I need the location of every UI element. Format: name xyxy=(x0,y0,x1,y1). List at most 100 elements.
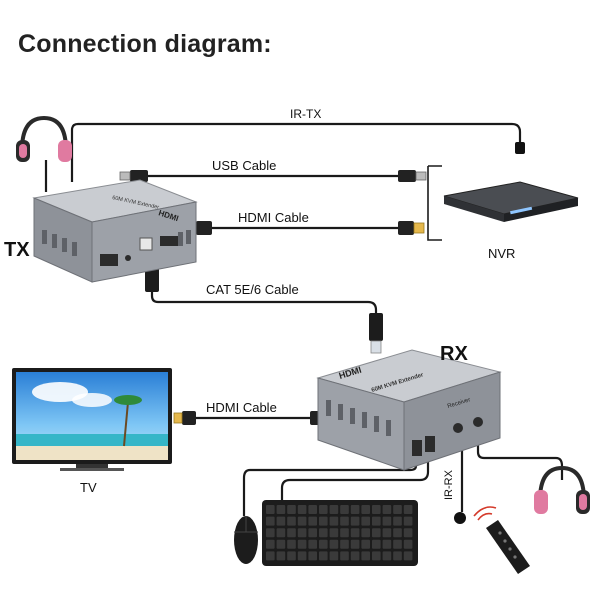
ir-tx-label: IR-TX xyxy=(290,107,321,121)
keyboard-key xyxy=(372,516,381,526)
keyboard-key xyxy=(403,528,413,538)
headphones-rx-icon xyxy=(534,465,590,514)
headphone-rx-cable xyxy=(476,440,564,480)
keyboard-key xyxy=(287,539,296,549)
hdmi-rx-cable-label: HDMI Cable xyxy=(206,400,277,415)
nvr-label: NVR xyxy=(488,246,515,261)
usb-plug-right xyxy=(398,170,416,182)
keyboard-key xyxy=(350,516,360,526)
ir-signal-icon xyxy=(473,506,497,521)
keyboard-key xyxy=(350,528,360,538)
keyboard-key xyxy=(297,516,307,526)
keyboard-key xyxy=(266,516,275,526)
keyboard-key xyxy=(276,539,286,549)
keyboard-key xyxy=(382,505,392,514)
keyboard-key xyxy=(382,516,392,526)
rx-extender: HDMI 60M KVM Extender Receiver xyxy=(316,349,502,471)
keyboard-key xyxy=(308,528,317,538)
keyboard-key xyxy=(297,551,307,561)
keyboard-key xyxy=(393,516,402,526)
keyboard-key xyxy=(361,516,370,526)
cables xyxy=(44,122,564,516)
keyboard-key xyxy=(329,505,339,514)
keyboard-key xyxy=(287,551,296,561)
tv-device xyxy=(12,368,172,471)
ir-rx-receiver xyxy=(454,512,466,524)
keyboard-key xyxy=(308,516,317,526)
keyboard-key xyxy=(340,528,349,538)
hdmi-tx-cable-label: HDMI Cable xyxy=(238,210,309,225)
keyboard-key xyxy=(340,505,349,514)
keyboard-key xyxy=(266,528,275,538)
keyboard-cable xyxy=(280,460,430,504)
keyboard-key xyxy=(266,551,275,561)
keyboard-key xyxy=(403,539,413,549)
keyboard-key xyxy=(372,539,381,549)
keyboard-key xyxy=(329,516,339,526)
keyboard-key xyxy=(297,528,307,538)
keyboard-key xyxy=(382,551,392,561)
hdmi-plug-tv xyxy=(182,411,196,425)
keyboard-key xyxy=(361,505,370,514)
keyboard-key xyxy=(329,551,339,561)
nvr-bracket xyxy=(427,165,442,241)
keyboard-key xyxy=(340,539,349,549)
keyboard-key xyxy=(350,551,360,561)
keyboard-key xyxy=(350,505,360,514)
keyboard-key xyxy=(403,505,413,514)
mouse-cable xyxy=(242,460,418,516)
keyboard-key xyxy=(308,551,317,561)
keyboard-key xyxy=(361,551,370,561)
keyboard-key xyxy=(393,539,402,549)
tx-label: TX xyxy=(4,239,30,261)
keyboard-key xyxy=(276,528,286,538)
keyboard-key xyxy=(308,505,317,514)
headphones-tx-icon xyxy=(16,115,72,162)
rj45-plug-rx xyxy=(369,313,383,341)
keyboard-key xyxy=(276,505,286,514)
keyboard-key xyxy=(297,505,307,514)
hdmi-plug-left xyxy=(196,221,212,235)
remote-control xyxy=(473,506,530,574)
keyboard-key xyxy=(297,539,307,549)
rx-label: RX xyxy=(440,343,468,365)
keyboard-key xyxy=(393,505,402,514)
diagram-title: Connection diagram: xyxy=(18,30,272,58)
keyboard-key xyxy=(266,539,275,549)
keyboard-key xyxy=(266,505,275,514)
keyboard-key xyxy=(350,539,360,549)
keyboard-key xyxy=(393,528,402,538)
keyboard-key xyxy=(372,551,381,561)
keyboard-key xyxy=(372,505,381,514)
keyboard-key xyxy=(382,539,392,549)
ir-rx-label: IR-RX xyxy=(443,469,455,500)
keyboard-key xyxy=(372,528,381,538)
keyboard-key xyxy=(276,516,286,526)
keyboard-key xyxy=(319,551,328,561)
keyboard-key xyxy=(308,539,317,549)
hdmi-plug-right xyxy=(398,221,414,235)
keyboard-key xyxy=(287,505,296,514)
keyboard-key xyxy=(319,516,328,526)
keyboard-key xyxy=(340,551,349,561)
keyboard-key xyxy=(329,528,339,538)
mouse-device xyxy=(234,516,258,564)
keyboard-key xyxy=(340,516,349,526)
usb-cable-label: USB Cable xyxy=(212,158,276,173)
keyboard-key xyxy=(393,551,402,561)
keyboard-key xyxy=(403,516,413,526)
keyboard-key xyxy=(329,539,339,549)
tx-extender: 60M KVM Extender HDMI xyxy=(32,179,198,283)
keyboard-key xyxy=(319,505,328,514)
keyboard-key xyxy=(361,539,370,549)
keyboard-key xyxy=(276,551,286,561)
keyboard-key xyxy=(319,539,328,549)
keyboard-key xyxy=(319,528,328,538)
keyboard-key xyxy=(287,516,296,526)
nvr-device xyxy=(443,181,579,222)
keyboard-key xyxy=(361,528,370,538)
keyboard-key xyxy=(382,528,392,538)
keyboard-device xyxy=(262,500,418,566)
